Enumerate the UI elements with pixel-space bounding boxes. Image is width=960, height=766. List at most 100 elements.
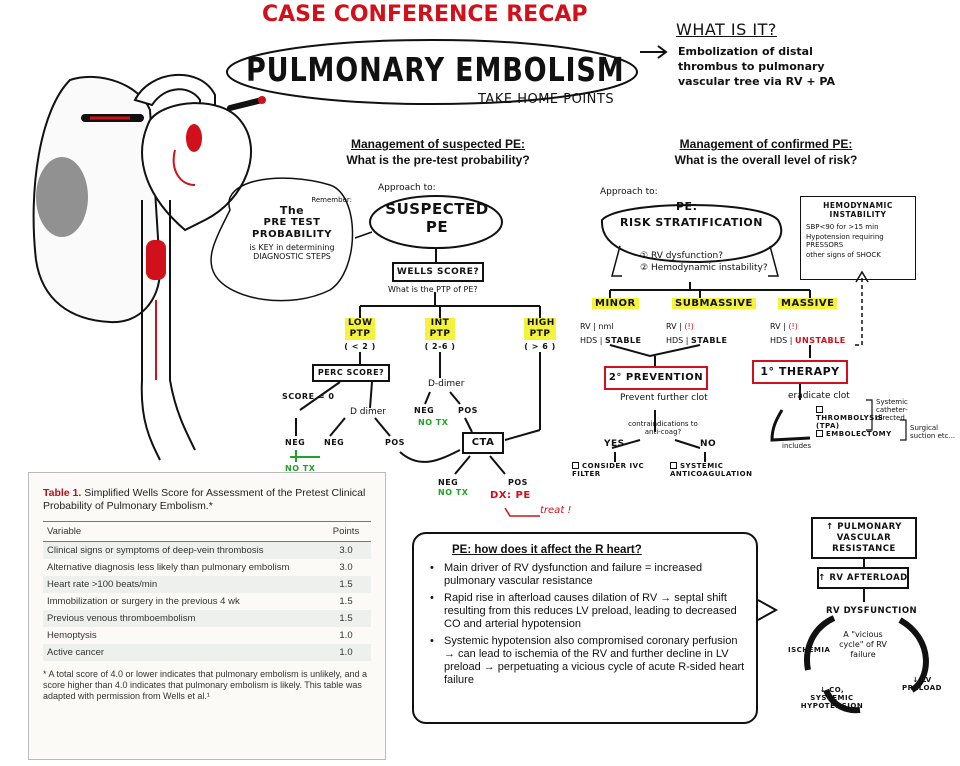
high-ptp-node: HIGH PTP ( > 6 ) (515, 318, 565, 351)
cell-variable: Immobilization or surgery in the previou… (47, 596, 240, 607)
hemo-item-1: SBP<90 for >15 min (806, 223, 879, 231)
high-ptp-label: HIGH PTP (524, 318, 556, 340)
wells-table: Variable Points Clinical signs or sympto… (43, 521, 371, 661)
massive-label: MASSIVE (778, 298, 838, 309)
suspected-title: SUSPECTED PE (385, 200, 489, 236)
hemo-item-3: other signs of SHOCK (806, 251, 881, 259)
wells-footnote: * A total score of 4.0 or lower indicate… (43, 669, 367, 701)
cell-variable: Active cancer (43, 644, 321, 661)
cell-variable: Previous venous thromboembolism (43, 610, 321, 627)
cycle-afterload: ↑ RV AFTERLOAD (818, 573, 908, 583)
hemo-instability-box: HEMODYNAMIC INSTABILITY SBP<90 for >15 m… (800, 196, 916, 280)
remember-ptp: PRE TEST PROBABILITY (252, 217, 332, 240)
cycle-lv-preload: ↓ LV PRELOAD (901, 676, 942, 692)
pos-label-3: POS (508, 478, 528, 487)
embolectomy-text: EMBOLECTOMY (826, 430, 892, 438)
list-item: Main driver of RV dysfunction and failur… (426, 562, 746, 588)
minor-detail: RV | nml HDS | STABLE (580, 322, 642, 345)
int-ptp-range: ( 2-6 ) (424, 342, 456, 351)
remember-tail: is KEY in determining DIAGNOSTIC STEPS (249, 243, 335, 261)
sub-hds: HDS (666, 336, 684, 345)
thrombolysis: THROMBOLYSIS (tPA) (816, 406, 883, 430)
suspected-question: What is the pre-test probability? (346, 153, 530, 167)
prevent-clot: Prevent further clot (620, 393, 708, 403)
suspected-heading-text: Management of suspected PE: (350, 137, 526, 151)
risk-questions: ① RV dysfunction? ② Hemodynamic instabil… (640, 251, 768, 273)
wells-table-title: Table 1. Simplified Wells Score for Asse… (43, 487, 371, 513)
cell-points: 1.0 (321, 644, 371, 661)
neg-label-4: NEG (438, 478, 459, 487)
no-tx-3: NO tx (438, 488, 469, 497)
confirmed-approach: Approach to: (600, 187, 658, 197)
hemo-item-2: Hypotension requiring PRESSORS (806, 233, 884, 249)
wells-question: What is the PTP of PE? (388, 285, 478, 294)
mas-hds: HDS (770, 336, 788, 345)
anticoag-text: SYSTEMIC ANTICOAGULATION (670, 462, 753, 478)
wells-table-title-bold: Table 1. (43, 487, 82, 499)
anticoag: SYSTEMIC ANTICOAGULATION (670, 462, 770, 478)
r-heart-heading: PE: how does it affect the R heart? (452, 544, 642, 556)
confirmed-title-rs: RISK STRATIFICATION (620, 216, 763, 229)
embolectomy: EMBOLECTOMY (816, 430, 896, 438)
cell-variable: Clinical signs or symptoms of deep-vein … (43, 541, 321, 559)
cell-points: 1.5 (321, 610, 371, 627)
conference-title: CASE CONFERENCE RECAP (262, 2, 588, 27)
ddimer-low: D dimer (350, 407, 387, 417)
minor-hds: HDS (580, 336, 598, 345)
table-row: Hemoptysis 1.0 (43, 627, 371, 644)
dx-pe: DX: PE (490, 490, 531, 501)
submassive-detail: RV | (!) HDS | STABLE (666, 322, 728, 345)
confirmed-heading-text: Management of confirmed PE: (679, 137, 853, 151)
pos-label-2: POS (458, 406, 478, 415)
risk-q2: Hemodynamic instability? (650, 263, 768, 273)
primary-therapy-box: 1° THERAPY (752, 360, 848, 384)
pos-label-1: POS (385, 438, 405, 447)
cell-points: 3.0 (321, 541, 371, 559)
ivc-filter-text: CONSIDER IVC FILTER (572, 462, 645, 478)
remember-lead: Remember: (311, 196, 352, 204)
cell-variable: Hemoptysis (47, 630, 97, 641)
remember-note: Remember: The PRE TEST PROBABILITY is KE… (232, 196, 352, 261)
no-label: NO (700, 439, 717, 449)
r-heart-box: PE: how does it affect the R heart? Main… (412, 532, 758, 724)
cell-points: 1.5 (339, 596, 353, 607)
neg-label-3: NEG (414, 406, 435, 415)
mas-unstable: UNSTABLE (795, 336, 846, 345)
cycle-vicious: A "vicious cycle" of RV failure (839, 630, 887, 659)
low-ptp-node: LOW PTP ( < 2 ) (335, 318, 385, 351)
wells-col-variable: Variable (43, 521, 321, 542)
wells-col-points: Points (321, 521, 371, 542)
thrombolysis-text: THROMBOLYSIS (tPA) (816, 414, 884, 430)
page-title: PULMONARY EMBOLISM (246, 50, 625, 89)
table-row: Alternative diagnosis less likely than p… (43, 559, 371, 576)
minor-stable: STABLE (605, 336, 642, 345)
cycle-pvr: ↑ PULMONARY VASCULAR RESISTANCE (826, 522, 902, 554)
list-item: Systemic hypotension also compromised co… (426, 635, 746, 687)
ddimer-int: D-dimer (428, 379, 465, 389)
contraindications: contraindications to anti-coag? (628, 420, 698, 436)
neg-label-1: NEG (285, 438, 306, 447)
cell-variable: Heart rate >100 beats/min (43, 576, 321, 593)
secondary-prevention-box: 2° PREVENTION (604, 366, 708, 390)
cell-points: 1.0 (339, 630, 353, 641)
list-item: Rapid rise in afterload causes dilation … (426, 592, 746, 631)
minor-nml: nml (598, 322, 614, 331)
int-ptp-label: INT PTP (425, 318, 455, 340)
wells-table-title-text: Simplified Wells Score for Assessment of… (43, 487, 366, 512)
cta-box: CTA (462, 432, 504, 454)
int-ptp-node: INT PTP ( 2-6 ) (415, 318, 465, 351)
minor-rv: RV (580, 322, 591, 331)
wells-table-card: Table 1. Simplified Wells Score for Asse… (28, 472, 386, 760)
minor-label: MINOR (592, 298, 639, 309)
eradicate-clot: eradicate clot (788, 391, 850, 401)
suspected-heading: Management of suspected PE: What is the … (318, 136, 558, 168)
page-subtitle: TAKE HOME POINTS (478, 92, 615, 107)
neg-label-2: NEG (324, 438, 345, 447)
table-row: Clinical signs or symptoms of deep-vein … (43, 541, 371, 559)
cycle-rv-dysfunction: RV DYSFUNCTION (826, 606, 918, 616)
perc-score-box: PERC SCORE? (312, 364, 390, 382)
cycle-co: ↓ CO, SYSTEMIC HYPOTENSION (800, 686, 864, 710)
what-is-it-question: WHAT IS IT? (676, 20, 777, 39)
